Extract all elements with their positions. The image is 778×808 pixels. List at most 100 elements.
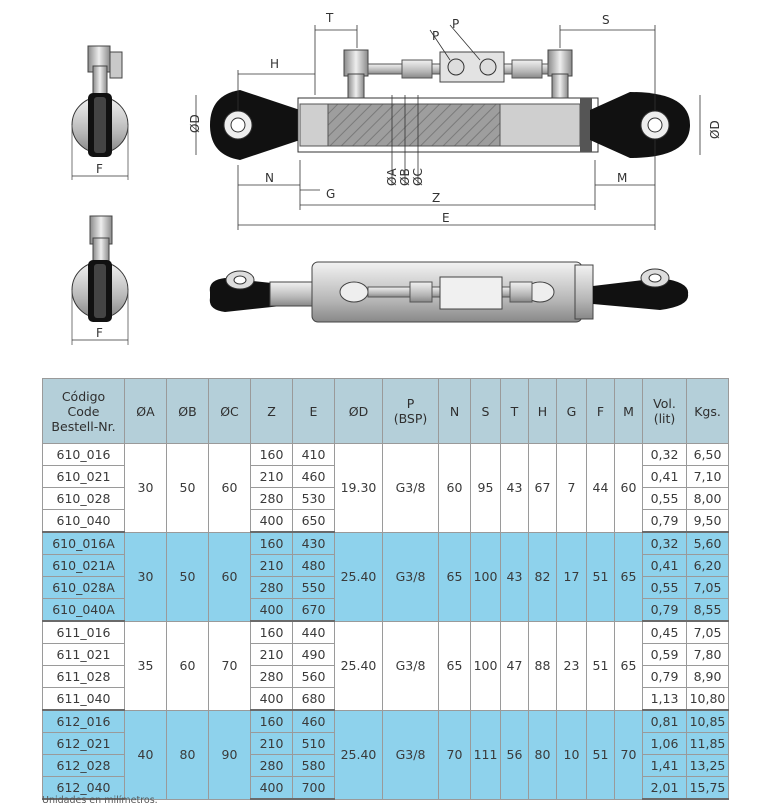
code-cell: 610_028 [42,487,125,510]
a-cell: 30 [124,443,167,533]
column-header: P(BSP) [382,378,439,444]
code-cell: 610_040A [42,598,125,622]
e-cell: 440 [292,620,335,644]
label-f-bottom: F [96,326,103,340]
z-cell: 400 [250,598,293,622]
units-note: Unidades en milímetros. [42,795,158,806]
d-cell: 25.40 [334,531,383,622]
vol-cell: 1,13 [642,687,687,711]
label-c: ØC [411,168,425,186]
s-cell: 100 [470,531,501,622]
e-cell: 480 [292,554,335,577]
e-cell: 670 [292,598,335,622]
vol-cell: 1,41 [642,754,687,777]
column-header: G [556,378,587,444]
vol-cell: 0,79 [642,665,687,688]
z-cell: 160 [250,531,293,555]
kgs-cell: 6,20 [686,554,729,577]
label-g: G [326,187,335,201]
kgs-cell: 8,00 [686,487,729,510]
external-view [209,261,689,323]
code-cell: 611_028 [42,665,125,688]
n-cell: 60 [438,443,471,533]
kgs-cell: 9,50 [686,509,729,533]
vol-cell: 0,41 [642,554,687,577]
p-cell: G3/8 [382,443,439,533]
column-header: M [614,378,643,444]
kgs-cell: 10,85 [686,709,729,733]
code-cell: 611_021 [42,643,125,666]
g-cell: 10 [556,709,587,800]
vol-cell: 1,06 [642,732,687,755]
n-cell: 70 [438,709,471,800]
code-cell: 610_016 [42,443,125,466]
column-header: H [528,378,557,444]
z-cell: 280 [250,576,293,599]
e-cell: 460 [292,709,335,733]
vol-cell: 0,45 [642,620,687,644]
a-cell: 30 [124,531,167,622]
f-cell: 51 [586,620,615,711]
label-p1: P [432,29,439,43]
column-header: Z [250,378,293,444]
s-cell: 95 [470,443,501,533]
f-cell: 44 [586,443,615,533]
code-cell: 612_021 [42,732,125,755]
label-a: ØA [385,168,399,186]
column-header: ØB [166,378,209,444]
p-cell: G3/8 [382,531,439,622]
code-cell: 610_040 [42,509,125,533]
vol-cell: 0,55 [642,487,687,510]
p-cell: G3/8 [382,620,439,711]
label-e: E [442,211,450,225]
kgs-cell: 10,80 [686,687,729,711]
s-cell: 111 [470,709,501,800]
code-cell: 611_040 [42,687,125,711]
code-cell: 612_040 [42,776,125,800]
m-cell: 60 [614,443,643,533]
t-cell: 43 [500,443,529,533]
column-header: ØC [208,378,251,444]
column-header: T [500,378,529,444]
f-cell: 51 [586,709,615,800]
n-cell: 65 [438,620,471,711]
column-header: F [586,378,615,444]
code-cell: 612_016 [42,709,125,733]
h-cell: 80 [528,709,557,800]
vol-cell: 0,32 [642,443,687,466]
z-cell: 400 [250,509,293,533]
kgs-cell: 7,05 [686,576,729,599]
f-cell: 51 [586,531,615,622]
label-t: T [325,11,334,25]
d-cell: 25.40 [334,620,383,711]
label-f-top: F [96,162,103,176]
c-cell: 60 [208,531,251,622]
d-cell: 19.30 [334,443,383,533]
kgs-cell: 8,90 [686,665,729,688]
z-cell: 160 [250,443,293,466]
b-cell: 50 [166,531,209,622]
end-view-top: F [71,45,129,180]
kgs-cell: 7,05 [686,620,729,644]
e-cell: 550 [292,576,335,599]
g-cell: 17 [556,531,587,622]
z-cell: 210 [250,554,293,577]
label-z: Z [432,191,440,205]
b-cell: 50 [166,443,209,533]
z-cell: 160 [250,620,293,644]
column-header: S [470,378,501,444]
kgs-cell: 11,85 [686,732,729,755]
